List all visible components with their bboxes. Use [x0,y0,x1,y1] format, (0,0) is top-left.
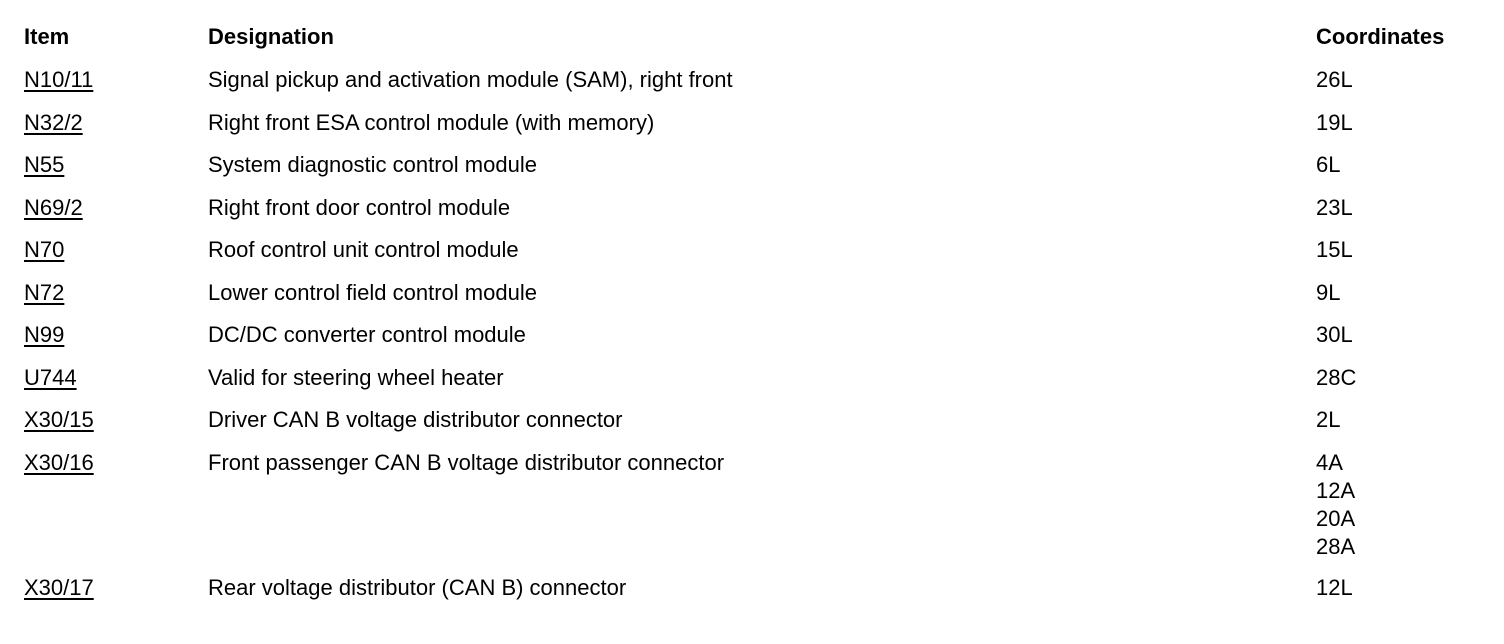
coordinate-value: 23L [1316,195,1353,220]
designation-text: Driver CAN B voltage distributor connect… [208,407,623,432]
coordinates-cell: 6L [1316,151,1340,179]
item-link[interactable]: N32/2 [24,110,83,135]
item-link[interactable]: N69/2 [24,195,83,220]
header-coordinates: Coordinates [1316,24,1445,49]
coordinates-cell: 26L [1316,66,1353,94]
coordinates-cell: 19L [1316,109,1353,137]
coordinate-value: 26L [1316,67,1353,92]
item-link[interactable]: X30/17 [24,575,94,600]
item-link[interactable]: U744 [24,365,77,390]
designation-text: Lower control field control module [208,280,537,305]
coordinates-cell: 2L [1316,406,1340,434]
designation-text: Rear voltage distributor (CAN B) connect… [208,575,627,600]
coordinate-value: 4A [1316,450,1343,475]
coordinate-value: 12L [1316,575,1353,600]
coordinate-value: 15L [1316,237,1353,262]
coordinate-value: 28A [1316,534,1356,559]
coordinate-value: 12A [1316,478,1356,503]
coordinate-value: 28C [1316,365,1357,390]
designation-text: System diagnostic control module [208,152,537,177]
designation-text: DC/DC converter control module [208,322,526,347]
coordinate-value: 30L [1316,322,1353,347]
designation-text: Valid for steering wheel heater [208,365,504,390]
coordinates-cell: 30L [1316,321,1353,349]
designation-text: Roof control unit control module [208,237,519,262]
header-designation: Designation [208,24,334,49]
coordinates-cell: 23L [1316,194,1353,222]
coordinates-cell: 4A 12A 20A 28A [1316,449,1355,561]
item-link[interactable]: N99 [24,322,65,347]
coordinate-value: 19L [1316,110,1353,135]
item-link[interactable]: N55 [24,152,65,177]
coordinates-cell: 9L [1316,279,1340,307]
coordinates-cell: 12L [1316,574,1353,602]
item-link[interactable]: X30/15 [24,407,94,432]
coordinate-value: 2L [1316,407,1341,432]
designation-text: Right front ESA control module (with mem… [208,110,655,135]
designation-text: Signal pickup and activation module (SAM… [208,67,733,92]
coordinates-cell: 15L [1316,236,1353,264]
item-link[interactable]: N72 [24,280,65,305]
designation-text: Front passenger CAN B voltage distributo… [208,450,725,475]
designation-text: Right front door control module [208,195,511,220]
item-link[interactable]: N70 [24,237,65,262]
coordinate-value: 6L [1316,152,1341,177]
coordinates-cell: 28C [1316,364,1356,392]
header-item: Item [24,24,70,49]
item-link[interactable]: X30/16 [24,450,94,475]
item-link[interactable]: N10/11 [24,67,94,92]
coordinate-value: 20A [1316,506,1356,531]
coordinate-value: 9L [1316,280,1341,305]
